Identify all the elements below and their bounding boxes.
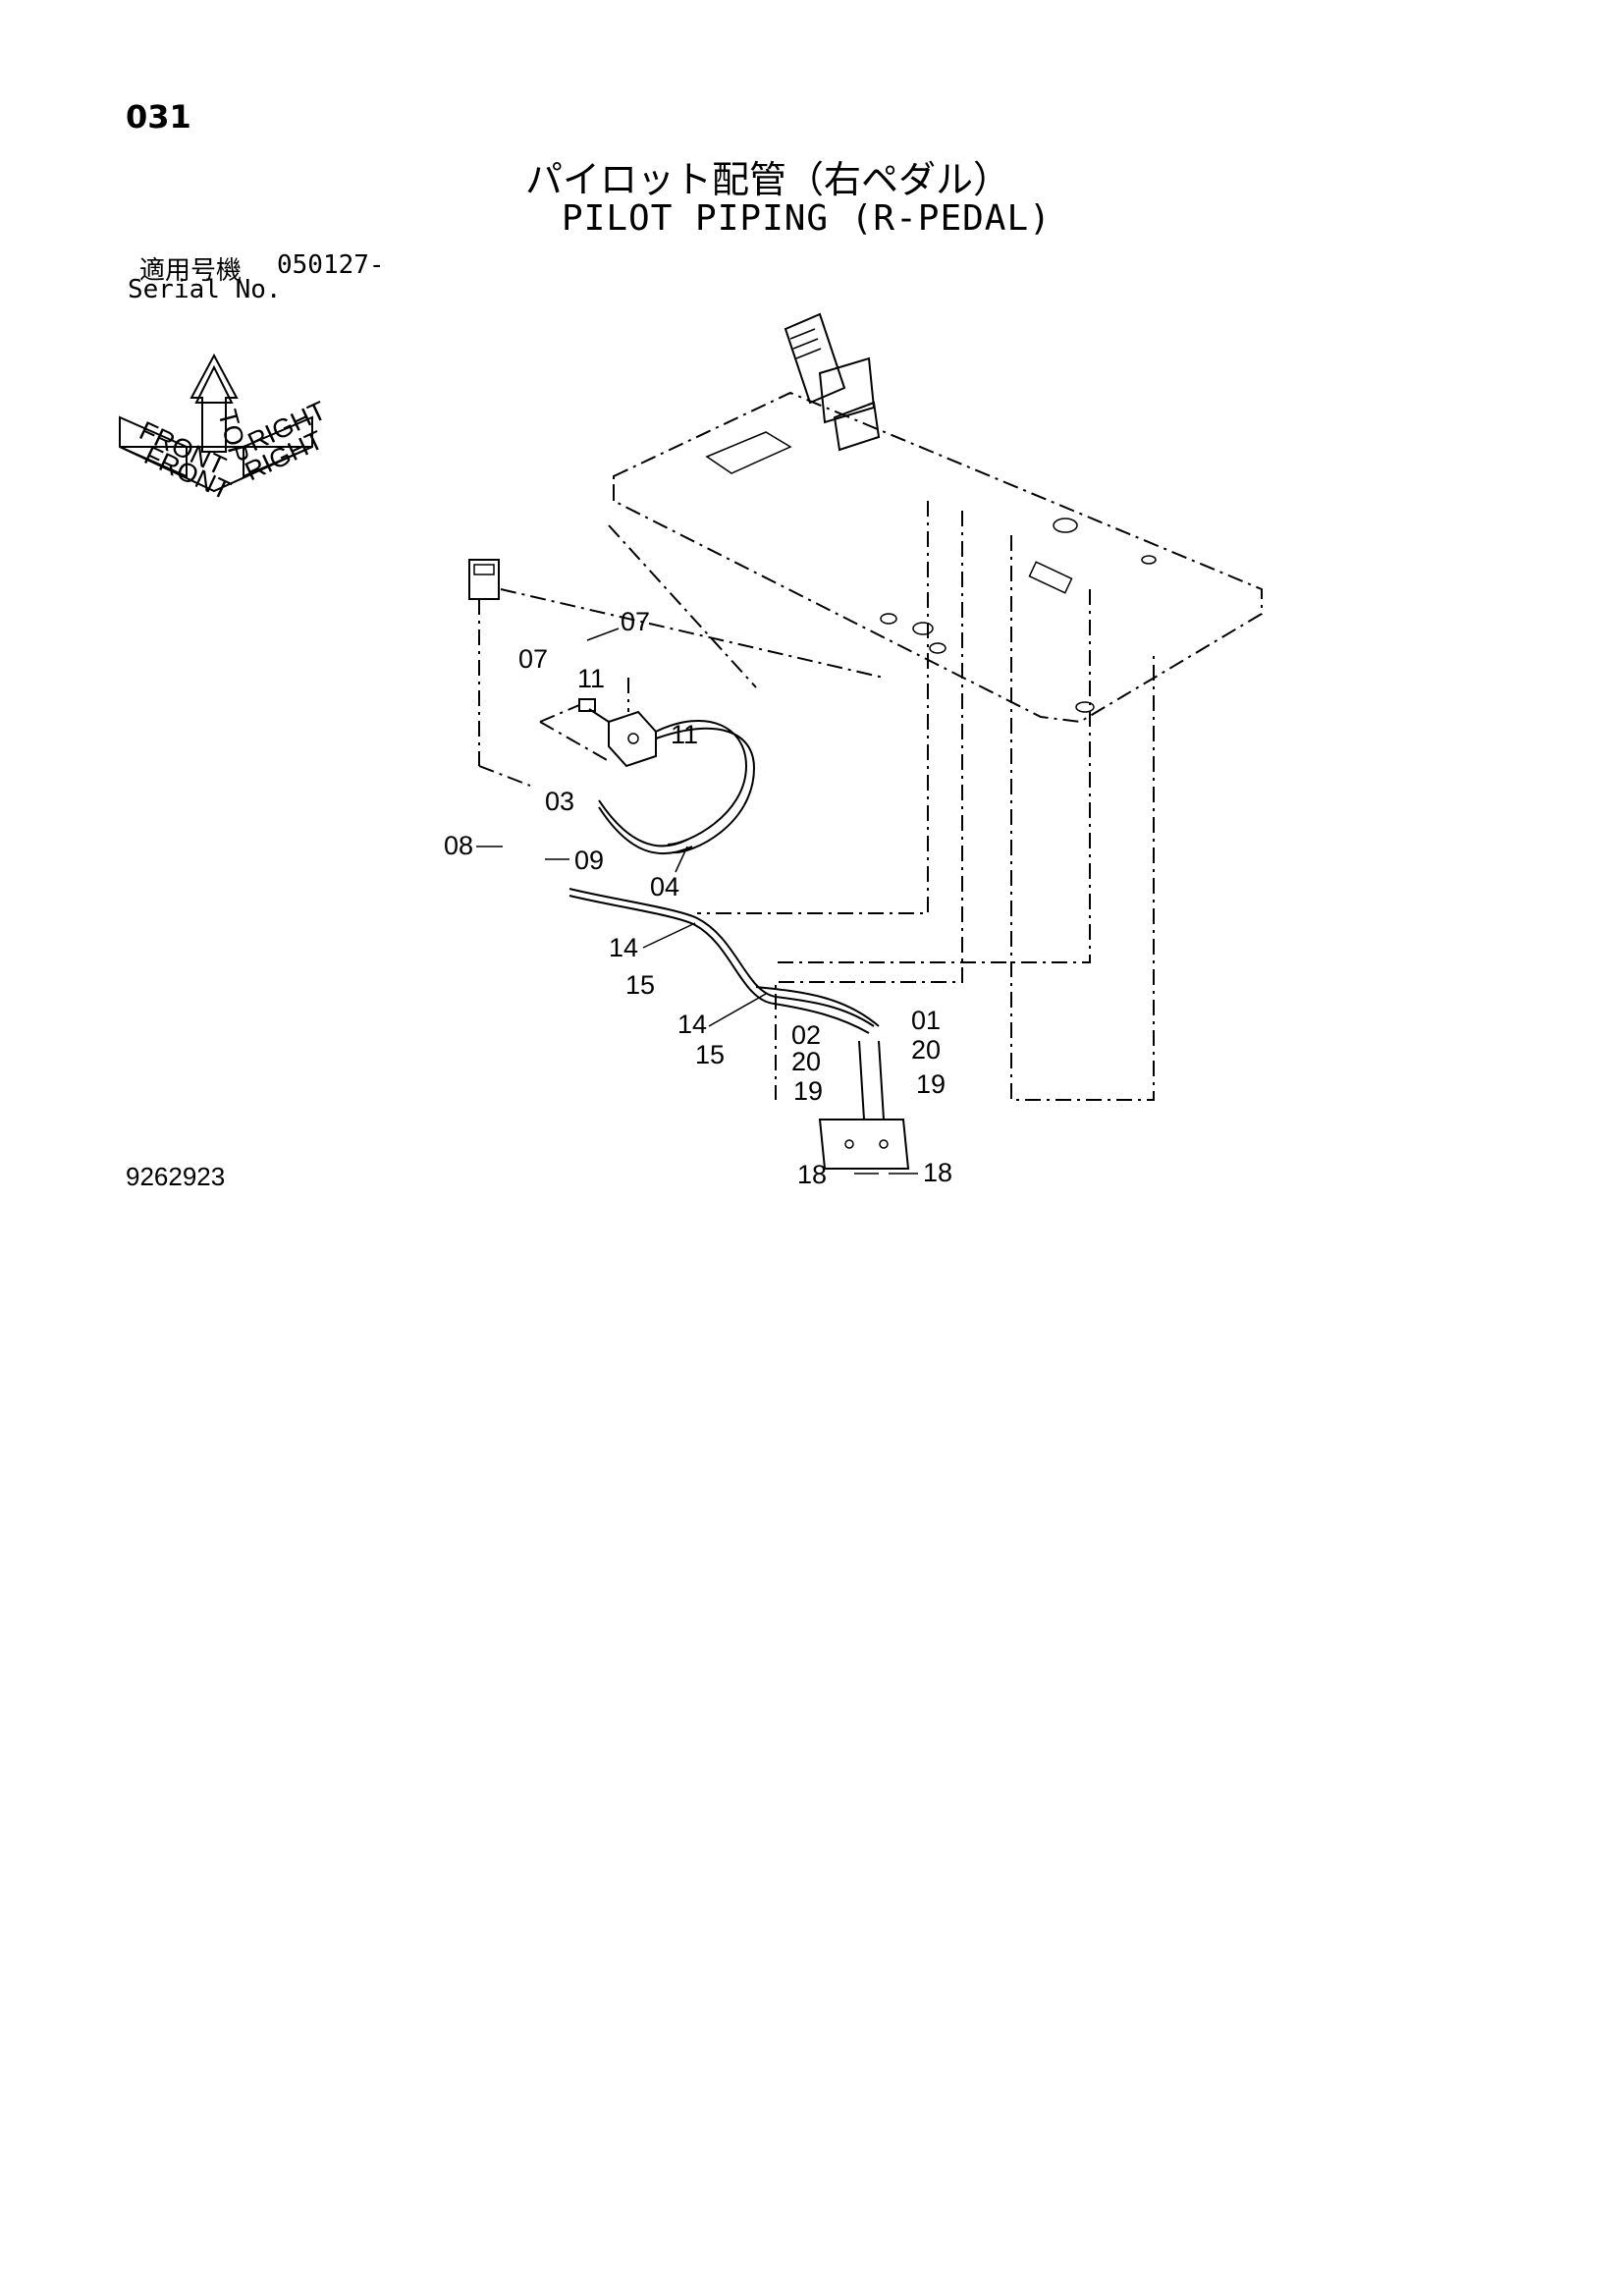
floor-plate — [613, 391, 1263, 724]
page-number: 031 — [126, 98, 191, 136]
part-label: 18 — [923, 1158, 952, 1187]
document-id: 9262923 — [126, 1162, 226, 1191]
part-label: 14 — [609, 933, 638, 962]
part-label: 09 — [574, 846, 604, 875]
part-label: 19 — [916, 1069, 946, 1099]
pedal-assembly — [784, 312, 881, 452]
label-leader-ticks — [476, 628, 918, 1175]
hose-lines — [568, 720, 880, 1034]
leader-lines — [697, 501, 1155, 1101]
page-title-english: PILOT PIPING (R-PEDAL) — [562, 198, 1052, 239]
part-label: 20 — [791, 1047, 821, 1076]
serial-label-english: Serial No. — [128, 275, 282, 304]
serial-label-japanese: 適用号機 — [139, 256, 243, 286]
part-label: 02 — [791, 1020, 821, 1050]
part-label: 11 — [671, 720, 698, 749]
pilot-valve-block — [468, 524, 885, 787]
orientation-compass-icon: TOP FRONT RIGHT FRONT RIGHT — [119, 353, 331, 506]
serial-number-value: 050127- — [277, 250, 385, 280]
part-label: 07 — [518, 644, 548, 674]
part-label: 20 — [911, 1035, 941, 1065]
part-label: 11 — [577, 664, 605, 693]
page-title-japanese: パイロット配管（右ペダル） — [525, 158, 1011, 201]
part-label: 07 — [621, 607, 650, 636]
part-label: 03 — [545, 787, 574, 816]
bottom-bracket — [818, 1040, 910, 1170]
part-label: 15 — [625, 970, 655, 1000]
part-label: 01 — [911, 1006, 941, 1035]
shuttle-valve — [539, 678, 657, 768]
part-label: 18 — [797, 1160, 827, 1189]
part-label: 14 — [677, 1010, 707, 1039]
part-label: 15 — [695, 1040, 725, 1069]
part-label: 08 — [444, 831, 473, 860]
part-label: 04 — [650, 872, 679, 902]
part-label: 19 — [793, 1076, 823, 1106]
